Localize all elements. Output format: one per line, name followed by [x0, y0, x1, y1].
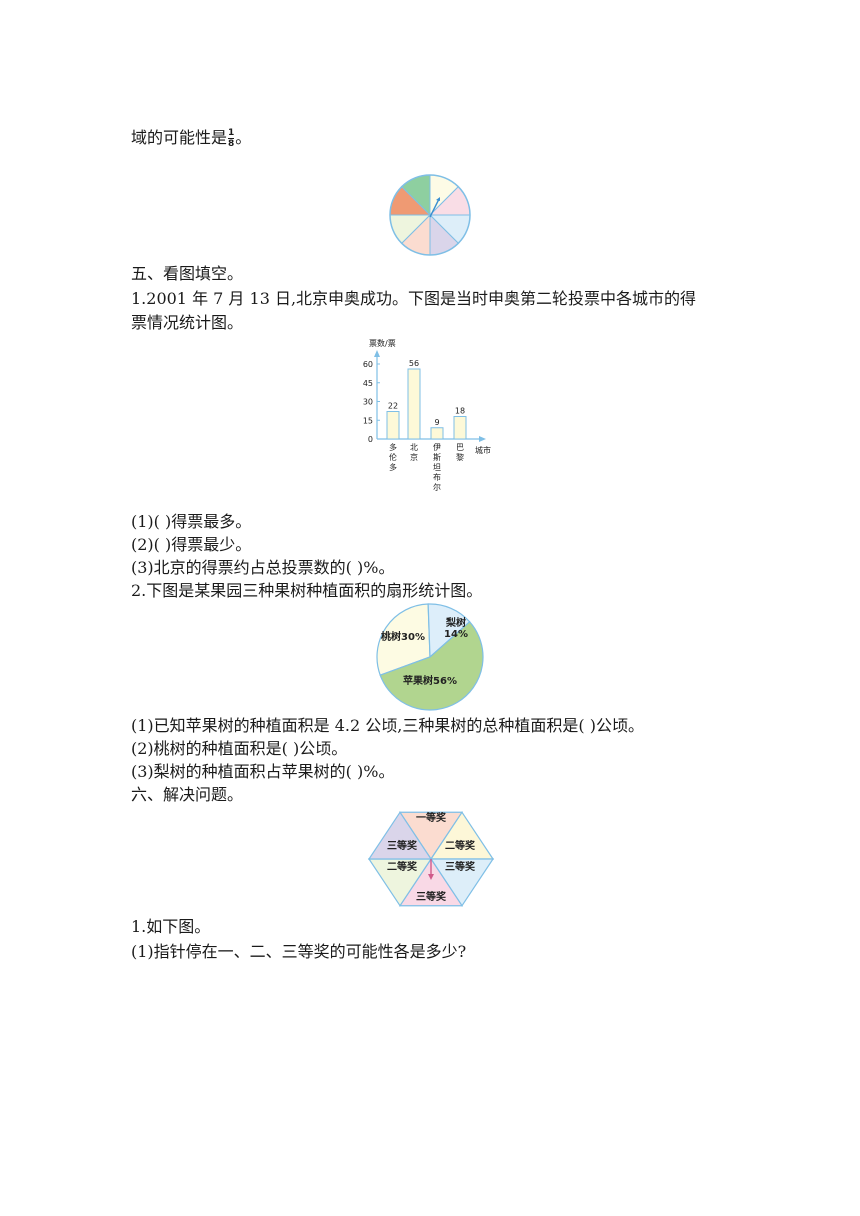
x-tick-label: 尔 — [433, 482, 441, 492]
pie-slice — [379, 620, 484, 711]
spinner-figure — [389, 174, 471, 256]
x-tick-label: 黎 — [456, 452, 464, 462]
q1-b: (2)( )得票最少。 — [131, 535, 252, 554]
hex-label: 二等奖 — [387, 860, 418, 873]
pie-label: 桃树30% — [381, 630, 425, 643]
x-tick-label: 布 — [433, 472, 441, 482]
x-tick-label: 伦 — [389, 452, 397, 462]
y-tick-label: 60 — [363, 360, 373, 369]
bar — [386, 411, 400, 440]
hex-sector — [368, 811, 433, 860]
section6-q1-a: (1)指针停在一、二、三等奖的可能性各是多少? — [131, 942, 467, 961]
q2-c: (3)梨树的种植面积占苹果树的( )%。 — [131, 762, 395, 781]
hex-label: 三等奖 — [445, 860, 476, 873]
hex-label: 一等奖 — [416, 811, 447, 824]
fraction-denominator: 8 — [228, 139, 235, 149]
x-tick-label: 斯 — [433, 452, 441, 462]
y-axis-arrow-icon — [374, 350, 380, 357]
pie-label: 14% — [444, 629, 468, 640]
pie-slice — [376, 603, 431, 676]
section5-heading: 五、看图填空。 — [131, 264, 244, 283]
data-label: 18 — [455, 407, 465, 416]
hex-label: 二等奖 — [445, 839, 476, 852]
q1-a: (1)( )得票最多。 — [131, 512, 252, 531]
pie-label: 梨树 — [445, 616, 466, 629]
q2-title: 2.下图是某果园三种果树种植面积的扇形统计图。 — [131, 581, 483, 600]
q1-line2: 票情况统计图。 — [131, 313, 244, 332]
bar — [407, 368, 421, 440]
bar — [430, 427, 444, 440]
hex-label: 三等奖 — [416, 890, 447, 903]
hex-label: 三等奖 — [387, 839, 418, 852]
x-tick-label: 京 — [410, 452, 418, 462]
pointer-arrow-icon — [428, 859, 434, 880]
y-axis-label: 票数/票 — [369, 338, 396, 348]
bar — [453, 416, 467, 440]
q1-line1: 1.2001 年 7 月 13 日,北京申奥成功。下图是当时申奥第二轮投票中各城… — [131, 289, 697, 308]
spinner-rim — [389, 174, 471, 256]
intro-end: 。 — [235, 128, 252, 147]
pointer-arrow-icon — [429, 197, 440, 218]
intro-text: 域的可能性是 — [131, 128, 228, 147]
x-tick-label: 多 — [389, 442, 397, 452]
section6-q1: 1.如下图。 — [131, 917, 211, 936]
x-tick-label: 伊 — [433, 442, 441, 452]
y-tick-label: 30 — [363, 398, 373, 407]
x-axis-label: 城市 — [475, 445, 491, 455]
x-axis-arrow-icon — [479, 436, 486, 442]
x-tick-label: 坦 — [433, 463, 441, 472]
x-tick-label: 北 — [410, 443, 418, 452]
y-tick-label: 0 — [368, 435, 373, 444]
fraction-numerator: 1 — [228, 128, 235, 138]
y-tick-label: 45 — [363, 379, 373, 388]
data-label: 9 — [434, 418, 439, 427]
q1-c: (3)北京的得票约占总投票数的( )%。 — [131, 558, 395, 577]
q2-a: (1)已知苹果树的种植面积是 4.2 公顷,三种果树的总种植面积是( )公顷。 — [131, 716, 644, 735]
q2-b: (2)桃树的种植面积是( )公顷。 — [131, 739, 348, 758]
data-label: 22 — [388, 402, 398, 411]
x-tick-label: 多 — [389, 462, 397, 472]
section6-heading: 六、解决问题。 — [131, 785, 244, 804]
y-tick-label: 15 — [363, 416, 373, 425]
pie-label: 苹果树56% — [403, 674, 457, 687]
x-tick-label: 巴 — [456, 443, 464, 452]
data-label: 56 — [409, 359, 419, 368]
